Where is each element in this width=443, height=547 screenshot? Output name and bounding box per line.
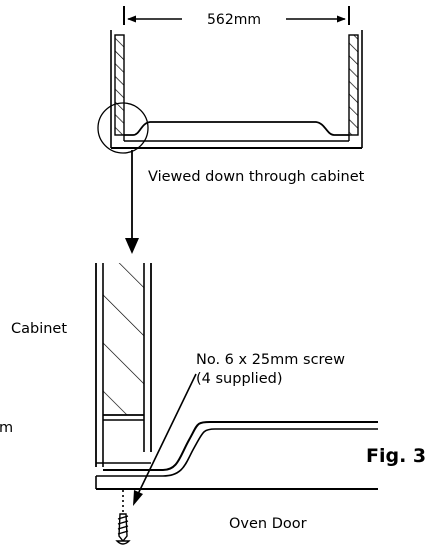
top-view: 562mm Viewed down through cabinet: [97, 6, 365, 185]
screw-icon: [115, 490, 131, 545]
cut-off-label: m: [0, 420, 13, 436]
viewed-down-label: Viewed down through cabinet: [148, 169, 365, 185]
oven-side-profile: [95, 421, 378, 490]
detail-view: Cabinet No. 6 x 25mm screw (4 supplied) …: [0, 263, 426, 545]
oven-outline-top: [111, 121, 362, 149]
screw-label-line2: (4 supplied): [196, 371, 282, 387]
cabinet-panel: [95, 263, 152, 467]
oven-door-label: Oven Door: [229, 516, 307, 532]
detail-arrow: [125, 150, 139, 254]
right-cabinet-wall: [348, 30, 363, 148]
cabinet-label: Cabinet: [11, 321, 67, 337]
screw-pointer: [133, 373, 197, 506]
dimension-label: 562mm: [207, 12, 261, 28]
left-cabinet-wall: [110, 30, 125, 148]
screw-label-line1: No. 6 x 25mm screw: [196, 352, 345, 368]
detail-circle: [97, 102, 149, 154]
figure-label: Fig. 3: [366, 445, 426, 467]
dimension-indicator: 562mm: [123, 6, 350, 28]
